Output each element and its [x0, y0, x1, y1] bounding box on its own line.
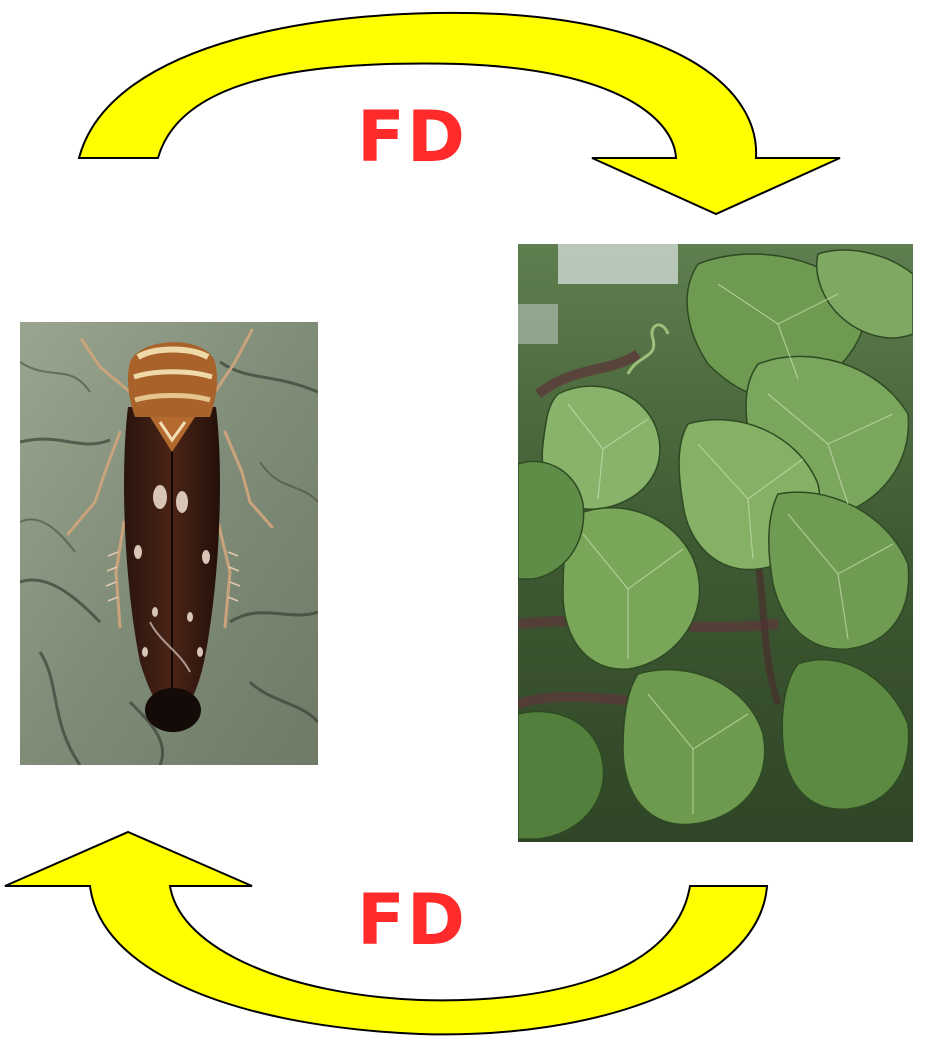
fd-label-top: FD [357, 102, 467, 172]
leafhopper-insect-photo [20, 322, 318, 765]
grapevine-leaves-photo [518, 244, 913, 842]
fd-label-bottom: FD [357, 885, 467, 955]
